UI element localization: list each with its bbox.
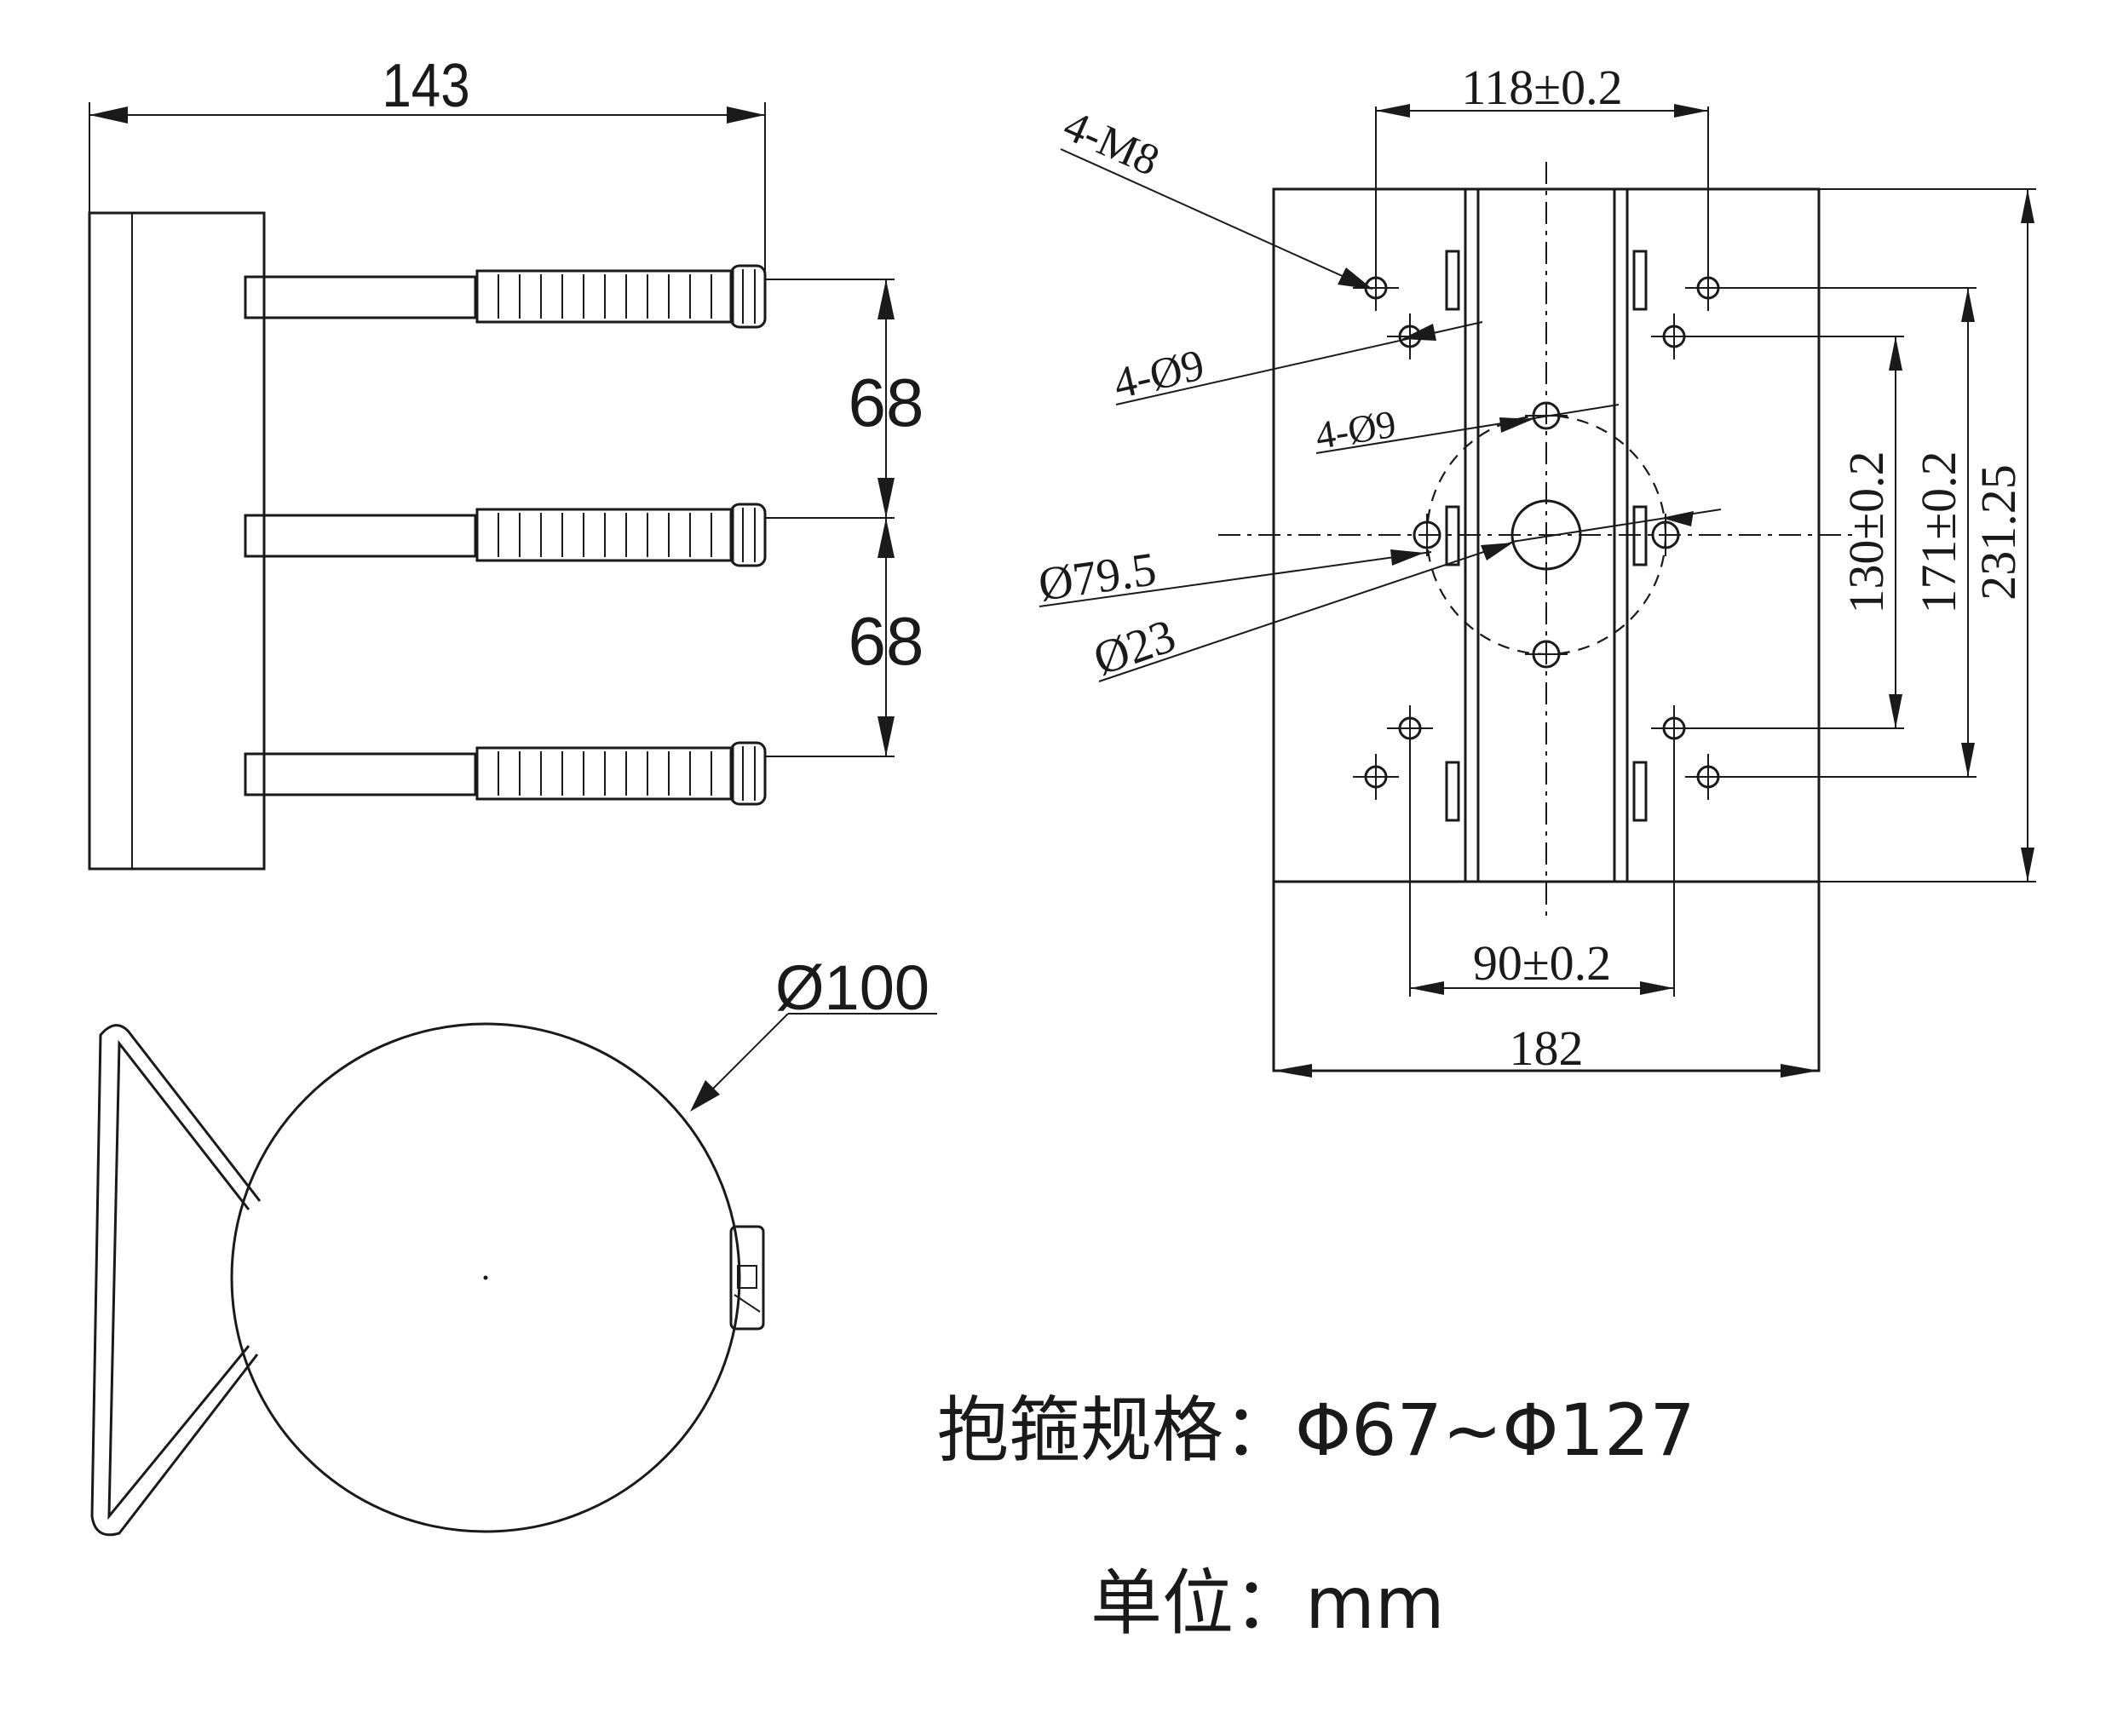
rod-bottom xyxy=(244,741,767,806)
dim-171-label: 171±0.2 xyxy=(1911,451,1966,613)
callout-4-m8-label: 4-M8 xyxy=(1056,101,1166,186)
mounting-plate xyxy=(88,211,266,871)
rod-middle xyxy=(244,503,767,567)
dim-dia-100: Ø100 xyxy=(690,952,937,1112)
bolt-circle-holes xyxy=(1413,401,1680,669)
mounting-holes xyxy=(1353,265,1731,800)
dim-171: 171±0.2 xyxy=(1708,287,1977,778)
clamp-spec-note: 抱箍规格：Φ67~Φ127 xyxy=(937,1388,1695,1472)
dim-231-25: 231.25 xyxy=(1819,188,2036,882)
clamp-view: Ø100 xyxy=(90,952,937,1537)
clamp-bracket xyxy=(90,1024,262,1537)
callout-dia-79-5: Ø79.5 xyxy=(1035,509,1722,612)
dim-182: 182 xyxy=(1274,1020,1819,1078)
dim-68-lower: 68 xyxy=(849,603,924,679)
callout-4-o9-outer: 4-Ø9 xyxy=(1109,321,1483,409)
dim-130: 130±0.2 xyxy=(1674,336,1904,729)
callout-4-o9-inner-label: 4-Ø9 xyxy=(1313,402,1399,457)
center-hole-23 xyxy=(1510,499,1582,571)
front-view: 118±0.2 90±0.2 182 130±0.2 xyxy=(1035,60,2036,1078)
dim-dia-100-label: Ø100 xyxy=(775,952,929,1023)
dim-182-label: 182 xyxy=(1510,1020,1584,1076)
clamp-latch xyxy=(729,1225,765,1331)
unit-note: 单位：mm xyxy=(1090,1561,1445,1645)
dim-143: 143 xyxy=(89,52,766,273)
dim-143-label: 143 xyxy=(382,52,469,120)
slots xyxy=(1445,250,1648,822)
dim-118-label: 118±0.2 xyxy=(1461,60,1622,115)
side-view: 143 68 68 xyxy=(88,52,924,871)
rod-top xyxy=(244,264,767,329)
dim-90-label: 90±0.2 xyxy=(1473,935,1611,991)
callout-4-o9-outer-label: 4-Ø9 xyxy=(1109,341,1209,409)
dim-231-25-label: 231.25 xyxy=(1971,464,2026,601)
dim-68-stack: 68 68 xyxy=(765,279,924,757)
dim-118: 118±0.2 xyxy=(1375,60,1709,288)
dim-130-label: 130±0.2 xyxy=(1838,451,1894,613)
callout-dia-79-5-label: Ø79.5 xyxy=(1035,543,1159,612)
dim-68-upper: 68 xyxy=(849,365,924,440)
clamp-ring xyxy=(230,1022,741,1533)
callout-4-m8: 4-M8 xyxy=(1056,101,1373,290)
callout-dia-23-label: Ø23 xyxy=(1087,609,1182,686)
dim-90: 90±0.2 xyxy=(1409,728,1675,997)
